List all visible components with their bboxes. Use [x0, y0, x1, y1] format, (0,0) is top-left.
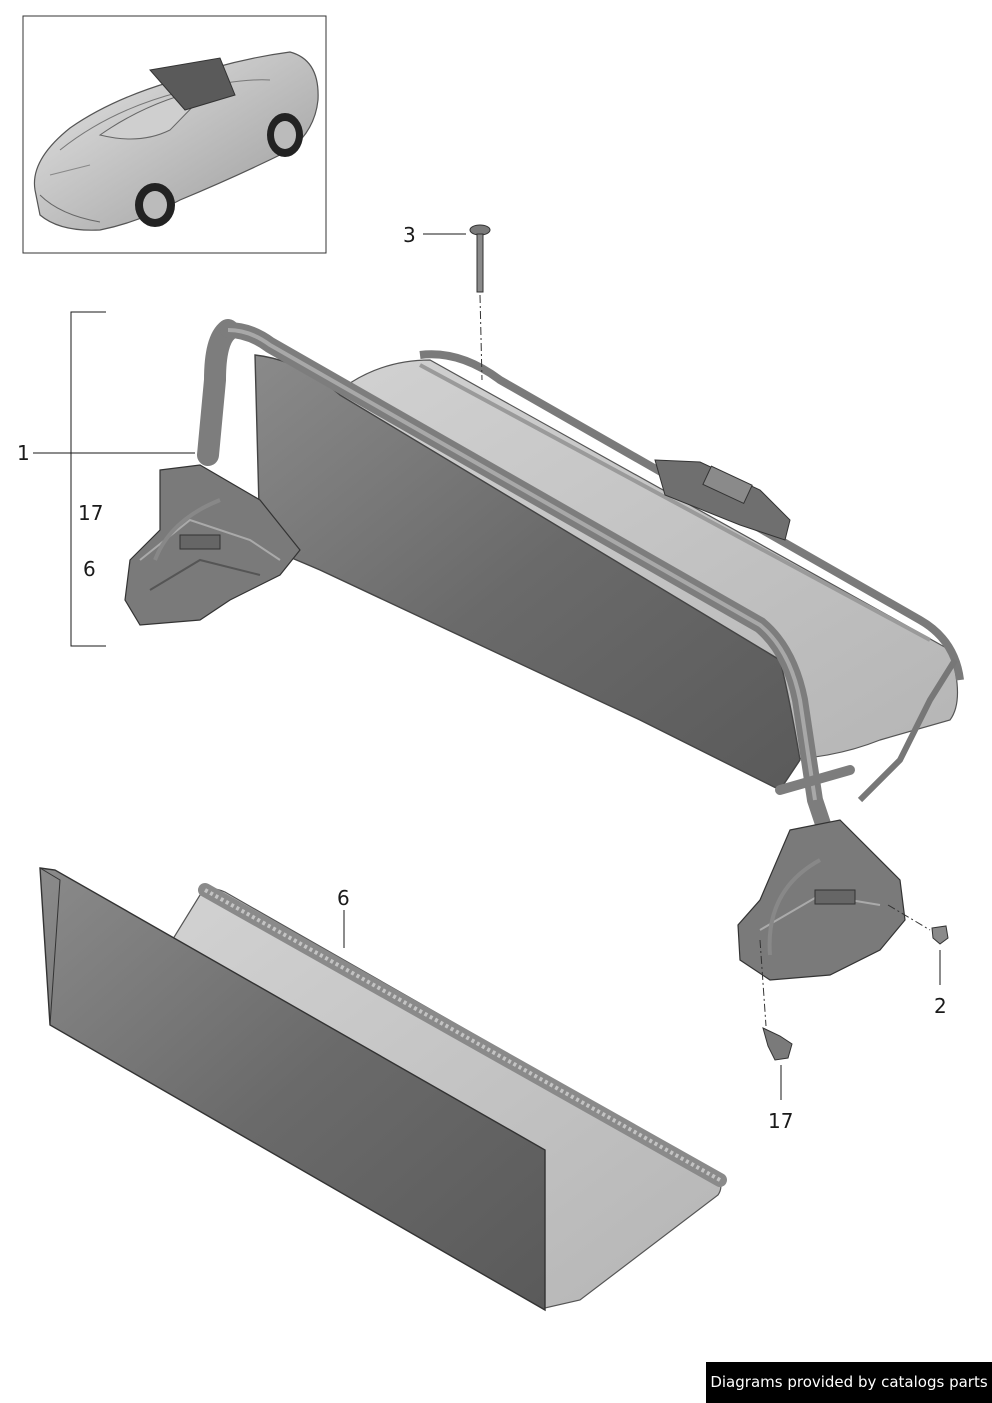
fastener-part-17-icon — [759, 939, 793, 1061]
fastener-part-2-icon — [887, 904, 949, 945]
right-hinge-bracket-icon — [737, 658, 958, 981]
callout-17: 17 — [768, 1109, 793, 1133]
vehicle-thumbnail — [22, 15, 327, 254]
wind-deflector-assembly — [124, 319, 964, 981]
callout-1: 1 — [17, 441, 30, 465]
screw-part-3-icon — [469, 224, 491, 381]
callout-2: 2 — [934, 994, 947, 1018]
convertible-car-icon — [33, 51, 319, 231]
footer-credit: Diagrams provided by catalogs parts — [706, 1362, 992, 1403]
callout-3: 3 — [403, 223, 416, 247]
callout-6-group: 6 — [83, 557, 96, 581]
motor-unit-icon — [654, 459, 791, 541]
callout-17-group: 17 — [78, 501, 103, 525]
callout-6: 6 — [337, 886, 350, 910]
callout-lines — [33, 233, 941, 1100]
left-hinge-bracket-icon — [124, 464, 301, 626]
deflector-panel-part-6-icon — [39, 867, 727, 1312]
